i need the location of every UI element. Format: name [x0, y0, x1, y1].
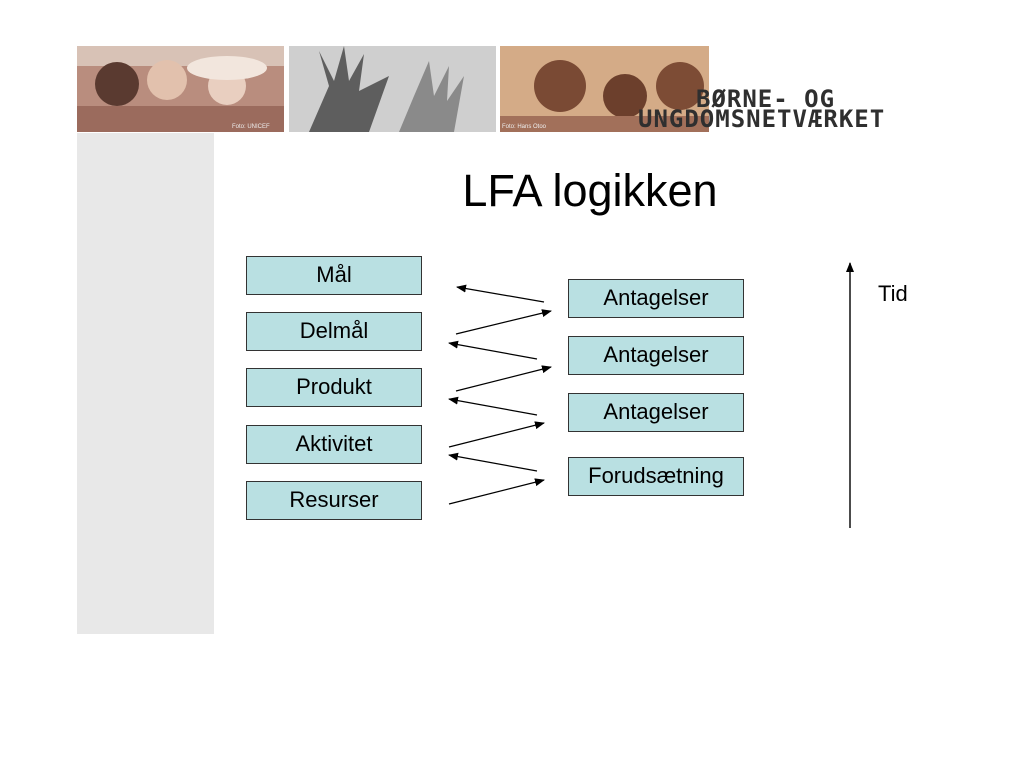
photo-credit-3: Foto: Hans Otoo	[502, 124, 547, 130]
precondition-box: Forudsætning	[568, 457, 744, 496]
arrow-precondition-to-activity	[448, 452, 538, 472]
arrow-subgoal-to-assumption1	[455, 309, 552, 335]
banner-photo-hands	[289, 46, 496, 132]
logo-line-1: BØRNE- OG	[696, 85, 836, 113]
arrow-output-to-assumption2	[455, 365, 552, 392]
assumption-box-1: Antagelser	[568, 279, 744, 318]
level-box-goal: Mål	[246, 256, 422, 295]
photo-credit-1: Foto: UNICEF	[232, 124, 270, 130]
level-box-resources: Resurser	[246, 481, 422, 520]
sidebar-panel	[77, 133, 214, 634]
slide-title: LFA logikken	[462, 165, 718, 216]
arrow-assumption2-to-subgoal	[448, 340, 538, 360]
arrow-assumption3-to-output	[448, 396, 538, 416]
logo-line-2: UNGDOMSNETVÆRKET	[638, 105, 886, 133]
level-box-output: Produkt	[246, 368, 422, 407]
assumption-box-3: Antagelser	[568, 393, 744, 432]
arrow-resources-to-precondition	[448, 478, 545, 505]
banner-photo-children: Foto: UNICEF	[77, 46, 284, 132]
banner-photo-youth: Foto: Hans Otoo	[500, 46, 709, 132]
arrow-assumption1-to-goal	[456, 284, 545, 303]
time-axis-label: Tid	[878, 281, 908, 306]
arrow-activity-to-assumption3	[448, 421, 545, 448]
assumption-box-2: Antagelser	[568, 336, 744, 375]
level-box-subgoal: Delmål	[246, 312, 422, 351]
level-box-activity: Aktivitet	[246, 425, 422, 464]
